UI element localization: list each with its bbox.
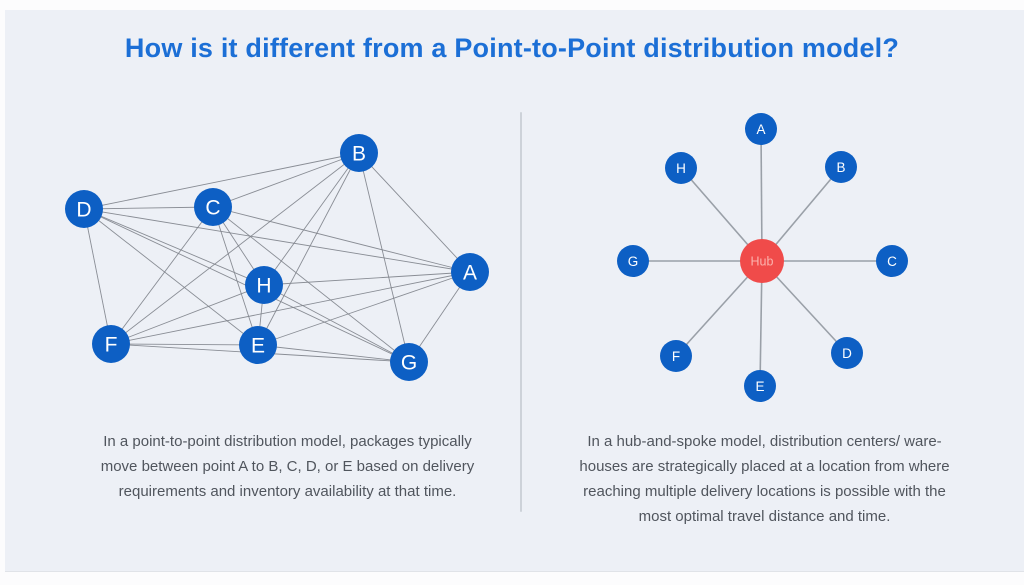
spoke-node-circle-F: [660, 340, 692, 372]
edge-line-EG: [257, 344, 410, 363]
hub-label: Hub: [751, 255, 774, 269]
hub-circle: [740, 239, 784, 283]
edge-line-BD: [83, 152, 360, 210]
node-label-G: G: [401, 352, 417, 375]
node-label-A: A: [463, 262, 477, 285]
spoke-node-label-D: D: [842, 346, 852, 361]
edge-line-GH: [263, 284, 410, 363]
edge-line-CF: [110, 206, 214, 345]
edge-line-BC: [212, 152, 360, 208]
edge-line-CG: [212, 206, 410, 363]
edge-line-DF: [83, 208, 112, 345]
node-circle-C: [194, 188, 232, 226]
spoke-node-label-C: C: [887, 254, 897, 269]
node-label-D: D: [76, 199, 91, 222]
node-label-E: E: [251, 335, 265, 358]
node-circle-A: [451, 253, 489, 291]
spoke-line-A: [760, 128, 763, 262]
spoke-node-circle-H: [665, 152, 697, 184]
edge-line-CD: [83, 206, 214, 210]
panel-divider: [520, 112, 522, 512]
page-title: How is it different from a Point-to-Poin…: [124, 33, 900, 63]
spoke-node-circle-C: [876, 245, 908, 277]
spoke-node-circle-A: [745, 113, 777, 145]
node-circle-H: [245, 266, 283, 304]
node-circle-E: [239, 326, 277, 364]
spoke-node-circle-D: [831, 337, 863, 369]
spoke-node-label-H: H: [676, 161, 686, 176]
node-circle-D: [65, 190, 103, 228]
spoke-node-circle-E: [744, 370, 776, 402]
spoke-node-label-B: B: [836, 160, 845, 175]
spoke-node-circle-G: [617, 245, 649, 277]
edge-line-AH: [263, 271, 471, 286]
edge-line-AF: [110, 271, 471, 345]
node-label-B: B: [352, 143, 366, 166]
edge-line-BG: [358, 152, 410, 363]
node-circle-F: [92, 325, 130, 363]
spoke-node-label-E: E: [755, 379, 764, 394]
spoke-node-label-F: F: [672, 349, 680, 364]
spoke-node-label-A: A: [756, 122, 765, 137]
edge-line-BH: [263, 152, 360, 286]
edge-line-AB: [358, 152, 471, 273]
edge-line-CE: [212, 206, 259, 346]
right-caption: In a hub-and-spoke model, distribution c…: [579, 433, 950, 525]
spoke-node-label-G: G: [628, 254, 639, 269]
edge-line-BE: [257, 152, 360, 346]
node-circle-B: [340, 134, 378, 172]
edge-line-DH: [83, 208, 265, 286]
node-circle-G: [390, 343, 428, 381]
edge-line-BF: [110, 152, 360, 345]
node-label-H: H: [256, 275, 271, 298]
edge-line-EF: [110, 343, 259, 346]
node-label-F: F: [105, 334, 118, 357]
edge-line-FH: [110, 284, 265, 345]
edge-line-AE: [257, 271, 471, 346]
edge-line-AC: [212, 206, 471, 273]
left-caption: In a point-to-point distribution model, …: [100, 433, 475, 500]
spoke-node-circle-B: [825, 151, 857, 183]
edge-line-AD: [83, 208, 471, 273]
node-label-C: C: [205, 197, 220, 220]
infographic-card: [5, 10, 1024, 572]
edge-line-DE: [83, 208, 259, 346]
